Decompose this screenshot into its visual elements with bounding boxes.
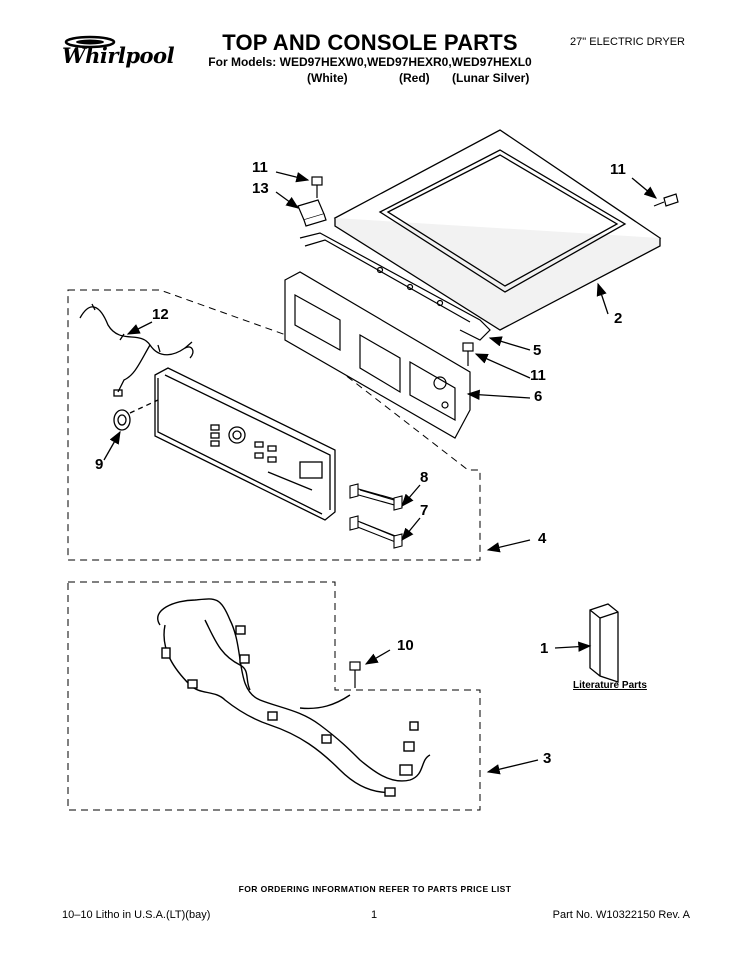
console-frame-part [284, 271, 471, 439]
screw-part-upper [311, 176, 323, 198]
callout-2: 2 [614, 310, 623, 327]
callout-9: 9 [95, 456, 104, 473]
screw-part-right [653, 193, 679, 207]
ordering-note: FOR ORDERING INFORMATION REFER TO PARTS … [238, 884, 512, 894]
page-number: 1 [371, 909, 378, 921]
ribbon-cable-part-8 [349, 483, 403, 511]
literature-booklet-part [589, 603, 619, 683]
callout-11-mid: 11 [530, 367, 546, 384]
callout-1: 1 [540, 640, 549, 657]
console-wire-harness-part [79, 303, 194, 397]
part-number: Part No. W10322150 Rev. A [552, 909, 690, 921]
main-wire-harness-part [157, 598, 431, 797]
logo-wordmark: Whirlpool [62, 43, 175, 68]
callout-10: 10 [397, 637, 414, 654]
callout-3: 3 [543, 750, 552, 767]
callout-6: 6 [534, 388, 543, 405]
page-title: TOP AND CONSOLE PARTS [222, 30, 518, 55]
console-control-panel-part [154, 367, 336, 521]
callout-12: 12 [152, 306, 169, 323]
callout-13: 13 [252, 180, 269, 197]
product-type: 27" ELECTRIC DRYER [570, 36, 685, 48]
literature-parts-label: Literature Parts [573, 680, 647, 691]
knob-part [113, 399, 159, 431]
screw-part-mid [462, 342, 474, 366]
leader-arrows [103, 171, 657, 775]
console-assembly-boundary [67, 289, 481, 561]
callout-11-upper: 11 [252, 159, 268, 176]
harness-assembly-boundary [67, 581, 481, 811]
models-line: For Models: WED97HEXW0,WED97HEXR0,WED97H… [208, 55, 532, 69]
variant-lunar-silver: (Lunar Silver) [452, 71, 530, 85]
callout-4: 4 [538, 530, 547, 547]
whirlpool-logo: Whirlpool [56, 34, 181, 74]
callout-8: 8 [420, 469, 429, 486]
variant-red: (Red) [399, 71, 430, 85]
ribbon-cable-part-7 [349, 515, 403, 549]
variant-white: (White) [307, 71, 348, 85]
callout-7: 7 [420, 502, 429, 519]
callout-5: 5 [533, 342, 542, 359]
logo-swirl-icon [64, 35, 116, 49]
top-panel-part [333, 129, 662, 331]
clip-part [297, 199, 327, 227]
litho-info: 10–10 Litho in U.S.A.(LT)(bay) [62, 909, 211, 921]
screw-part-10 [349, 661, 361, 688]
callout-11-right: 11 [610, 161, 626, 178]
console-bracket-part [299, 232, 491, 341]
